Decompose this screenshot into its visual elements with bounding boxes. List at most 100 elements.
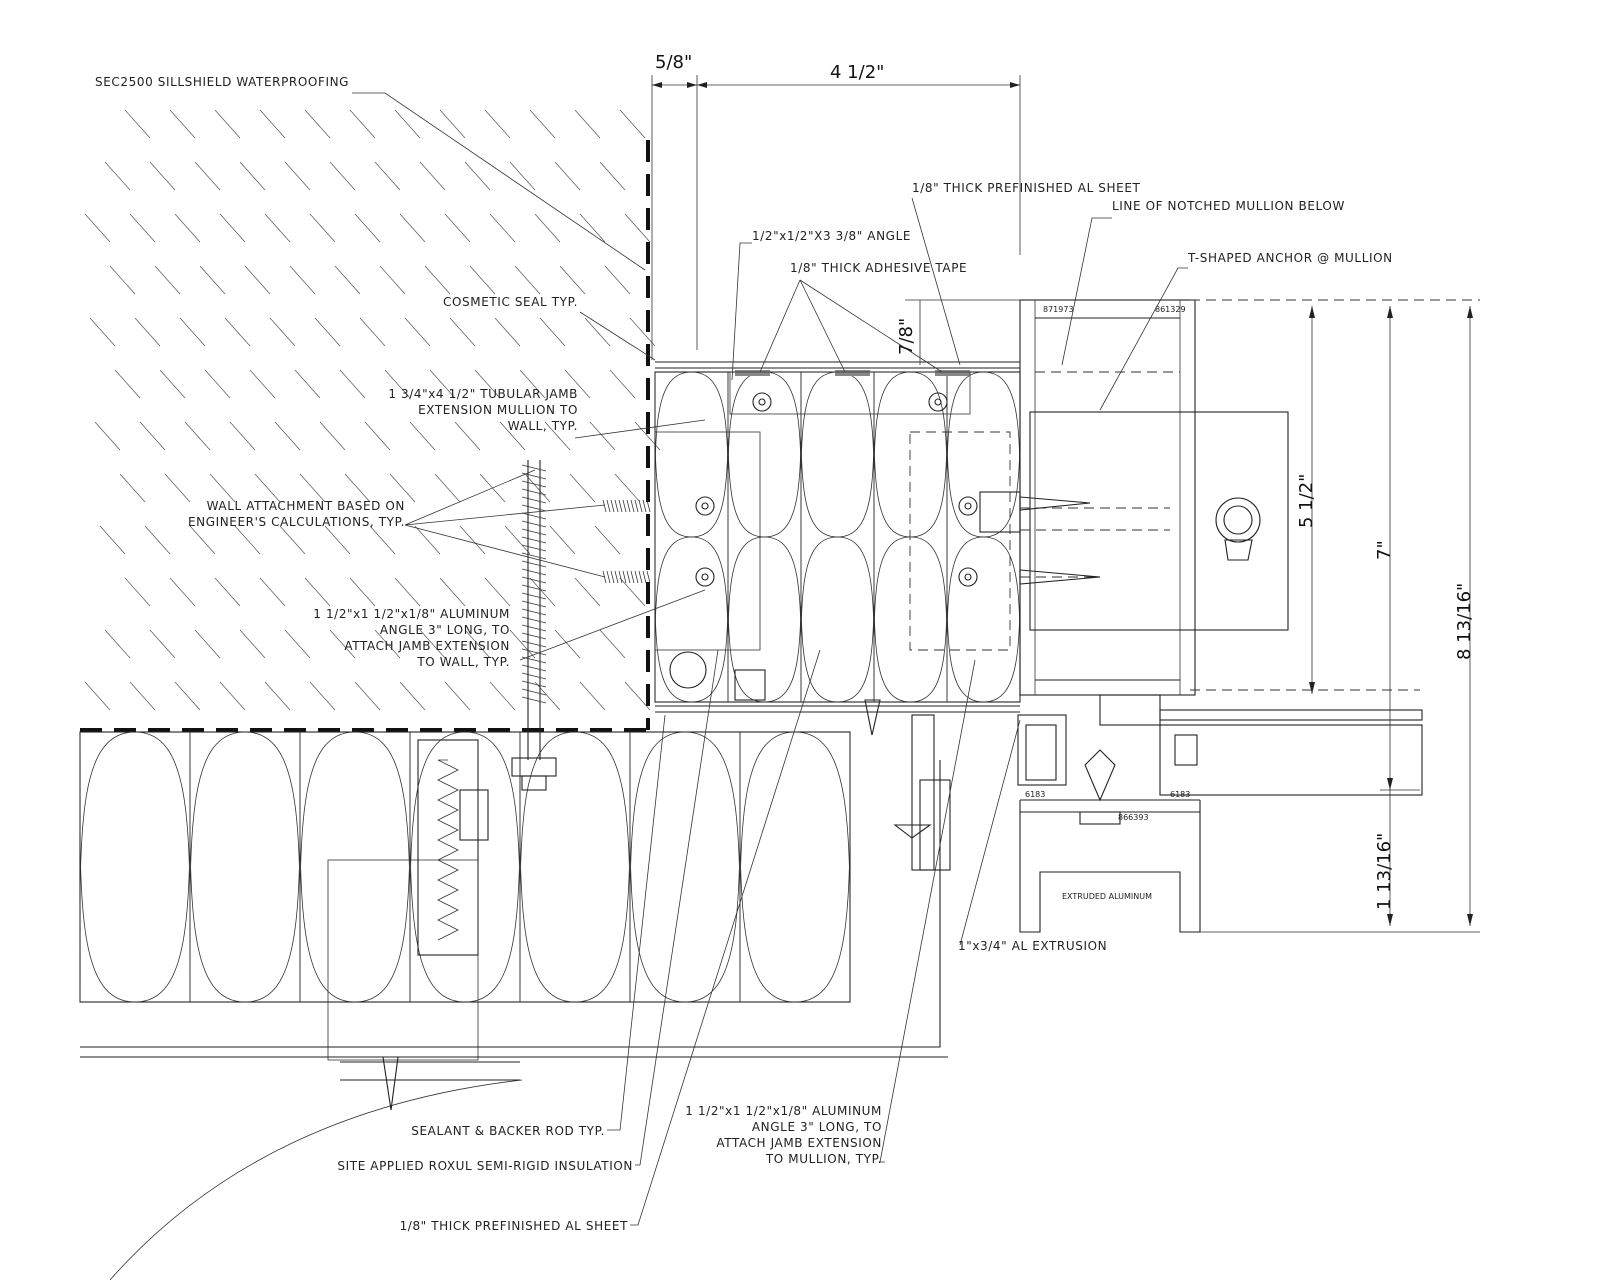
hatch-stroke [349,577,376,607]
part-number-6183-left: 6183 [1025,790,1045,799]
hatch-stroke [604,265,631,295]
rod-thread [521,504,547,512]
top-al-sheet [655,361,1020,376]
insulation-loop [873,371,948,538]
hatch-stroke [399,681,426,711]
hatch-stroke [419,161,446,191]
note-al-angle-wall-4: TO WALL, TYP. [416,655,510,669]
note-tubular-jamb-2: EXTENSION MULLION TO [418,403,578,417]
screw-thread [634,499,639,513]
hatch-stroke [169,577,196,607]
hatch-stroke [349,109,376,139]
rod-thread [521,608,547,616]
part-number-6183-right: 6183 [1170,790,1190,799]
screw-thread [618,570,623,584]
hatch-stroke [264,213,291,243]
hatch-stroke [124,577,151,607]
hatch-stroke [384,369,411,399]
note-angle: 1/2"x1/2"X3 3/8" ANGLE [752,229,911,243]
hatch-stroke [509,161,536,191]
rod-thread [521,544,547,552]
hatch-stroke [124,109,151,139]
note-roxul: SITE APPLIED ROXUL SEMI-RIGID INSULATION [337,1159,633,1173]
hatch-stroke [89,317,116,347]
insulation-loop [654,536,729,703]
rod-thread [521,616,547,624]
hatch-stroke [234,525,261,555]
screw-thread [606,499,611,513]
insulation-loop [946,371,1021,538]
note-tubular-jamb-1: 1 3/4"x4 1/2" TUBULAR JAMB [388,387,578,401]
insulation-loop [800,536,875,703]
rod-thread [521,624,547,632]
screw-thread [642,499,647,513]
hatch-stroke [329,161,356,191]
note-al-sheet-bottom: 1/8" THICK PREFINISHED AL SHEET [400,1219,629,1233]
hatch-stroke [394,109,421,139]
hatch-stroke [129,681,156,711]
hatch-stroke [399,213,426,243]
insulation-loop [654,371,729,538]
insulation-loop [873,536,948,703]
clip-serration [437,759,459,941]
insulation-loop [946,536,1021,703]
hatch-stroke [264,681,291,711]
note-al-angle-wall-1: 1 1/2"x1 1/2"x1/8" ALUMINUM [313,607,510,621]
insulation-loop [629,731,741,1003]
extruded-aluminum-label: EXTRUDED ALUMINUM [1062,892,1152,901]
hatch-stroke [229,421,256,451]
hatch-stroke [354,681,381,711]
hatch-stroke [259,577,286,607]
anchor-rod [511,460,557,791]
hatch-stroke [474,369,501,399]
hatch-stroke [409,421,436,451]
hatch-stroke [469,265,496,295]
hatch-stroke [619,577,646,607]
dimension-7: 7" [1374,540,1395,560]
insulation-loop [800,536,875,703]
screw-thread [646,570,651,584]
dimension-5-1-2: 5 1/2" [1296,474,1317,528]
hatch-stroke [484,577,511,607]
hatch-stroke [629,317,656,347]
hatch-stroke [219,681,246,711]
anchor-plate-hidden [909,431,1011,651]
mullion-side-angle [864,699,951,871]
hatch-stroke [544,421,571,451]
insulation-loop [800,371,875,538]
mullion-profile [979,299,1289,696]
note-al-angle-mullion-2: ANGLE 3" LONG, TO [752,1120,882,1134]
hatch-stroke [244,265,271,295]
note-al-angle-mullion-3: ATTACH JAMB EXTENSION [716,1136,882,1150]
hatch-stroke [249,369,276,399]
rod-thread [521,512,547,520]
hatch-stroke [534,681,561,711]
screw-thread [634,570,639,584]
hatch-stroke [394,577,421,607]
screw-thread [638,570,643,584]
hatch-stroke [509,629,536,659]
note-al-sheet-top: 1/8" THICK PREFINISHED AL SHEET [912,181,1141,195]
hatch-stroke [359,317,386,347]
rod-thread [521,496,547,504]
hatch-stroke [274,421,301,451]
hatch-stroke [579,681,606,711]
hatch-stroke [389,473,416,503]
masonry-wall-hatch [84,109,661,711]
bottom-al-sheet [655,705,1020,713]
hatch-stroke [154,265,181,295]
hatch-stroke [259,109,286,139]
screw-thread [626,570,631,584]
hatch-stroke [194,629,221,659]
note-notched-mullion: LINE OF NOTCHED MULLION BELOW [1112,199,1345,213]
hatch-stroke [414,525,441,555]
insulation-loop [409,731,521,1003]
hatch-stroke [529,109,556,139]
hatch-stroke [584,317,611,347]
hatch-stroke [439,577,466,607]
insulation-loop [79,731,191,1003]
hatch-stroke [194,161,221,191]
adhesive-tape-3 [935,370,970,376]
rod-thread [521,560,547,568]
rod-thread [521,600,547,608]
